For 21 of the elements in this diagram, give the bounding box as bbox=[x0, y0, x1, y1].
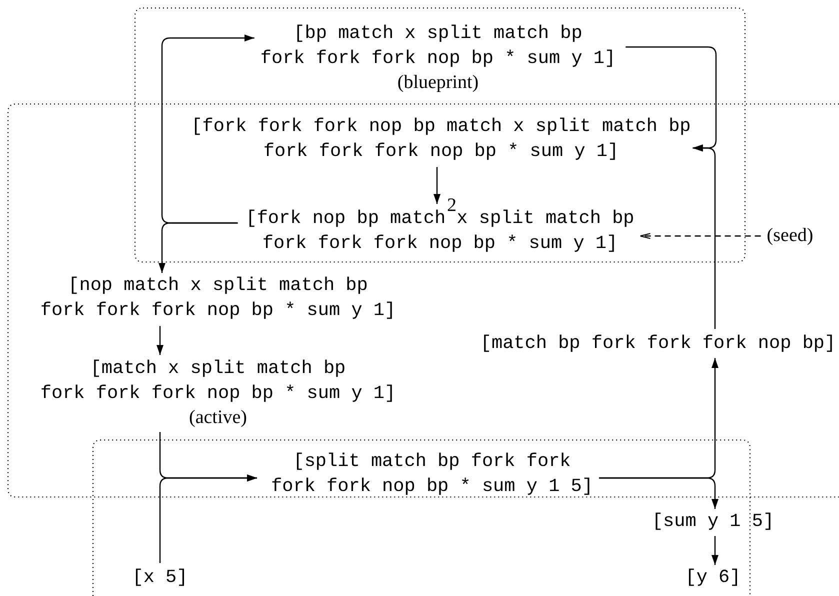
expression-text: [split match bp fork fork fork fork nop bp * sum y 1 5] bbox=[271, 450, 593, 499]
expression-text: [bp match x split match bp fork fork fork nop bp * sum y 1] bbox=[260, 22, 616, 71]
annotation-text: (active) bbox=[189, 406, 247, 430]
annotation-text: (blueprint) bbox=[397, 71, 479, 95]
expression-text: [fork fork fork nop bp match x split match bp fork fork fork nop bp * sum y 1] bbox=[191, 115, 691, 164]
expression-text: [match x split match bp fork fork fork nop bp * sum y 1] bbox=[40, 357, 396, 406]
expression-text: [y 6] bbox=[685, 566, 741, 590]
arrow bbox=[598, 477, 718, 509]
arrow bbox=[434, 167, 440, 204]
arrow bbox=[692, 144, 716, 329]
expression-text: [nop match x split match bp fork fork fork nop bp * sum y 1] bbox=[40, 274, 396, 323]
expression-text: [x 5] bbox=[132, 566, 188, 590]
arrow bbox=[159, 474, 258, 563]
arrow bbox=[712, 536, 718, 565]
annotation-text: (seed) bbox=[766, 224, 814, 248]
expression-text: [match bp fork fork fork nop bp] bbox=[480, 332, 836, 356]
expression-text: [sum y 1 5] bbox=[652, 510, 774, 534]
arrow bbox=[156, 326, 164, 355]
arrow bbox=[158, 222, 238, 273]
arrow bbox=[640, 233, 761, 239]
arrow bbox=[161, 34, 254, 224]
